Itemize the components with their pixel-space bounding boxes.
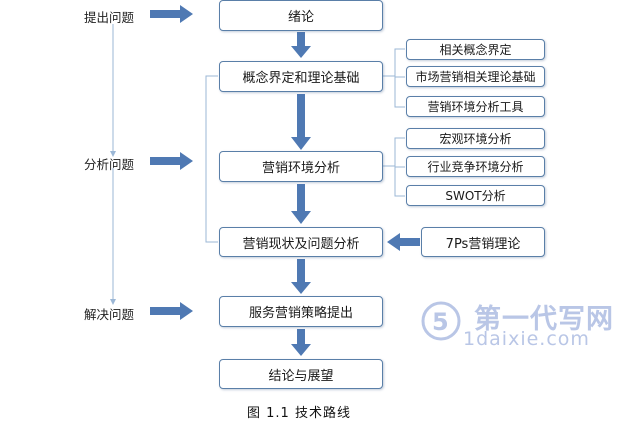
box-strategy: 服务营销策略提出 bbox=[219, 296, 383, 327]
down-arrow bbox=[291, 32, 311, 58]
box-status-problems: 营销现状及问题分析 bbox=[219, 227, 383, 257]
box-conclusion: 结论与展望 bbox=[219, 359, 383, 389]
box-marketing-environment: 营销环境分析 bbox=[219, 151, 383, 182]
down-arrow bbox=[291, 329, 311, 356]
box-macro-environment: 宏观环境分析 bbox=[406, 128, 545, 149]
box-introduction: 绪论 bbox=[219, 0, 383, 31]
watermark-url: 1daixie.com bbox=[463, 328, 590, 350]
main-bracket bbox=[205, 75, 218, 243]
watermark-name: 第一代写网 bbox=[474, 304, 614, 335]
svg-text:5: 5 bbox=[432, 308, 449, 336]
down-arrow bbox=[291, 259, 311, 294]
figure-caption: 图 1.1 技术路线 bbox=[247, 406, 351, 421]
right-arrow bbox=[150, 5, 193, 23]
right-arrow bbox=[150, 152, 193, 170]
down-arrow bbox=[291, 94, 311, 150]
down-arrow bbox=[291, 184, 311, 224]
stage-label-analyze: 分析问题 bbox=[84, 157, 135, 172]
box-marketing-theory: 市场营销相关理论基础 bbox=[406, 66, 545, 87]
box-related-concepts: 相关概念界定 bbox=[406, 39, 545, 60]
theory-bracket bbox=[383, 48, 405, 108]
watermark-logo-icon: 5 bbox=[421, 301, 461, 341]
box-concepts-theory: 概念界定和理论基础 bbox=[219, 61, 383, 92]
stage-label-solve: 解决问题 bbox=[84, 307, 135, 322]
right-arrow bbox=[150, 302, 193, 320]
stage-label-raise: 提出问题 bbox=[84, 10, 135, 25]
box-swot: SWOT分析 bbox=[406, 185, 545, 206]
box-industry-competition: 行业竞争环境分析 bbox=[406, 156, 545, 177]
box-analysis-tools: 营销环境分析工具 bbox=[406, 96, 545, 117]
box-7ps-theory: 7Ps营销理论 bbox=[421, 227, 545, 257]
left-arrow bbox=[387, 233, 420, 251]
